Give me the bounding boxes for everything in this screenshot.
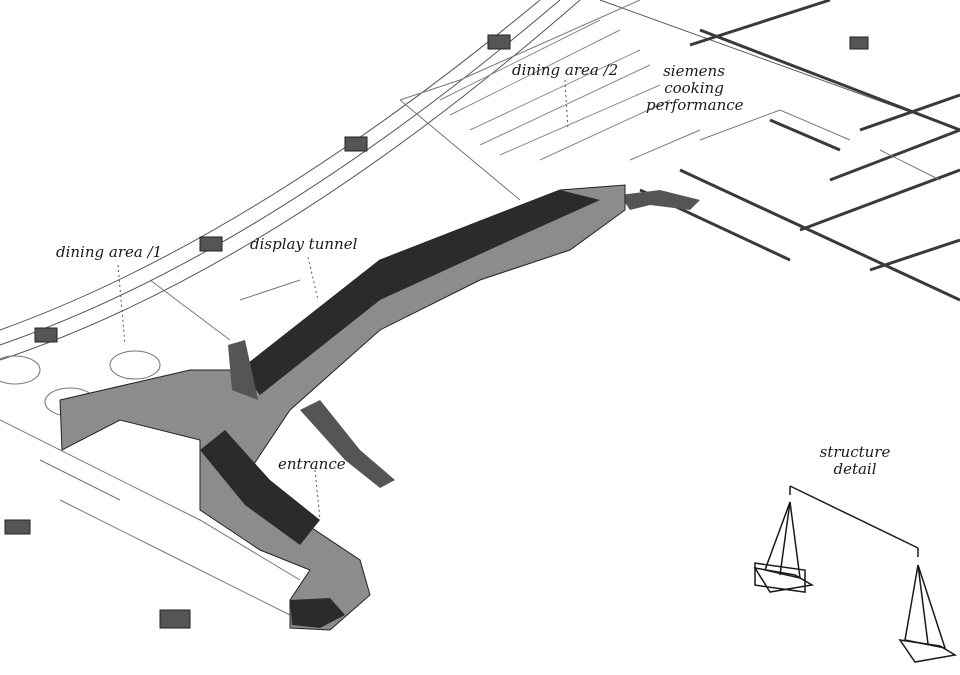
room-linework	[0, 0, 941, 621]
label-display-tunnel: display tunnel	[250, 235, 358, 253]
interior-walls	[639, 0, 960, 302]
label-siemens-line-2: cooking	[664, 79, 724, 97]
label-structure-detail: structure detail	[815, 444, 895, 478]
wall-shadow	[300, 190, 700, 488]
leader-lines	[117, 79, 569, 521]
columns	[4, 34, 869, 629]
label-structure-line-1: structure	[819, 443, 891, 461]
label-siemens-cooking-performance: siemens cooking performance	[646, 62, 744, 114]
label-siemens-line-1: siemens	[663, 62, 725, 80]
display-tunnel	[59, 184, 626, 631]
dining-tables-area-2	[439, 19, 671, 161]
structure-detail	[753, 485, 958, 663]
label-entrance: entrance	[278, 455, 346, 473]
building-facade	[0, 0, 960, 361]
label-dining-area-2: dining area /2	[512, 61, 619, 79]
label-dining-area-1: dining area /1	[56, 243, 163, 261]
label-structure-line-2: detail	[833, 460, 877, 478]
label-siemens-line-3: performance	[646, 96, 744, 114]
